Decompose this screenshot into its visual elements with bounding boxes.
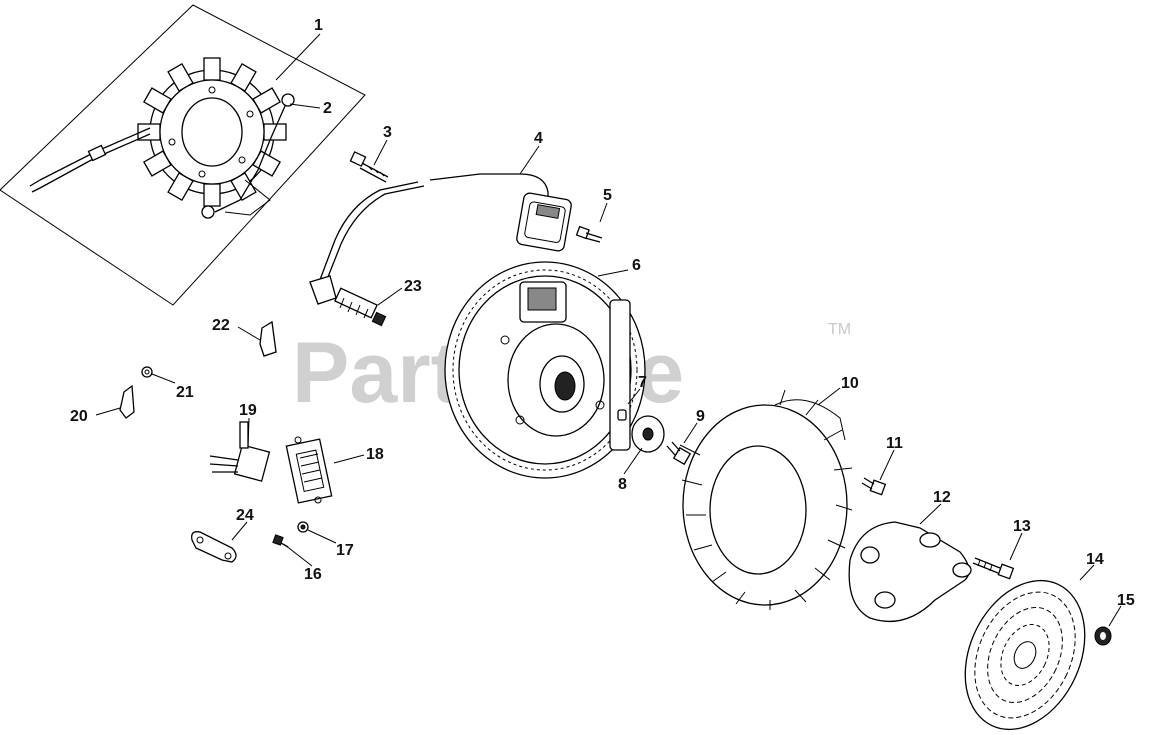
part-5-screw[interactable]: [575, 225, 603, 243]
callout-13: 13: [1013, 518, 1031, 535]
callout-20: 20: [70, 408, 88, 425]
callout-8: 8: [618, 476, 627, 493]
part-17-nut[interactable]: [297, 521, 309, 533]
part-12-retainer[interactable]: [848, 521, 972, 622]
callout-16: 16: [304, 566, 322, 583]
callout-6: 6: [632, 257, 641, 274]
part-4-ignition-module[interactable]: [309, 173, 572, 305]
callout-23: 23: [404, 278, 422, 295]
part-20-bracket[interactable]: [119, 384, 135, 419]
callout-19: 19: [239, 402, 257, 419]
part-22-clip[interactable]: [259, 320, 277, 357]
callout-11: 11: [886, 435, 903, 452]
part-10-fan[interactable]: [679, 389, 853, 610]
callout-12: 12: [933, 489, 951, 506]
callout-9: 9: [696, 408, 705, 425]
part-14-screen[interactable]: [942, 561, 1108, 735]
callout-24: 24: [236, 507, 254, 524]
part-19-connector[interactable]: [209, 421, 271, 482]
callout-21: 21: [176, 384, 194, 401]
callout-4: 4: [534, 130, 543, 147]
part-23-spark-plug[interactable]: [334, 287, 387, 327]
part-9-screw[interactable]: [666, 441, 692, 466]
callout-2: 2: [323, 100, 332, 117]
part-3-screw[interactable]: [349, 151, 389, 183]
watermark-trademark: TM: [828, 321, 851, 338]
part-7-key[interactable]: [617, 409, 627, 421]
part-6-flywheel[interactable]: [444, 261, 646, 479]
part-18-regulator[interactable]: [285, 436, 333, 504]
leader-lines: [95, 33, 1122, 627]
part-21-washer[interactable]: [141, 366, 153, 378]
callout-14: 14: [1086, 551, 1104, 568]
part-2-ground-lead[interactable]: [201, 93, 295, 219]
part-8-washer[interactable]: [631, 415, 665, 453]
callout-15: 15: [1117, 592, 1135, 609]
callout-22: 22: [212, 317, 230, 334]
part-15-nut[interactable]: [1094, 626, 1112, 646]
part-11-screw[interactable]: [861, 477, 887, 496]
callout-5: 5: [603, 187, 612, 204]
callout-1: 1: [314, 17, 323, 34]
part-1-stator[interactable]: [0, 4, 366, 306]
part-13-screw[interactable]: [972, 557, 1015, 580]
callout-17: 17: [336, 542, 354, 559]
callout-10: 10: [841, 375, 859, 392]
callouts: 1 2 3 4 5 6 7 8 9 10 11 12 13 14 15 16 1…: [70, 17, 1135, 609]
callout-3: 3: [383, 124, 392, 141]
callout-18: 18: [366, 446, 384, 463]
callout-7: 7: [638, 374, 647, 391]
part-24-bracket[interactable]: [191, 531, 237, 563]
